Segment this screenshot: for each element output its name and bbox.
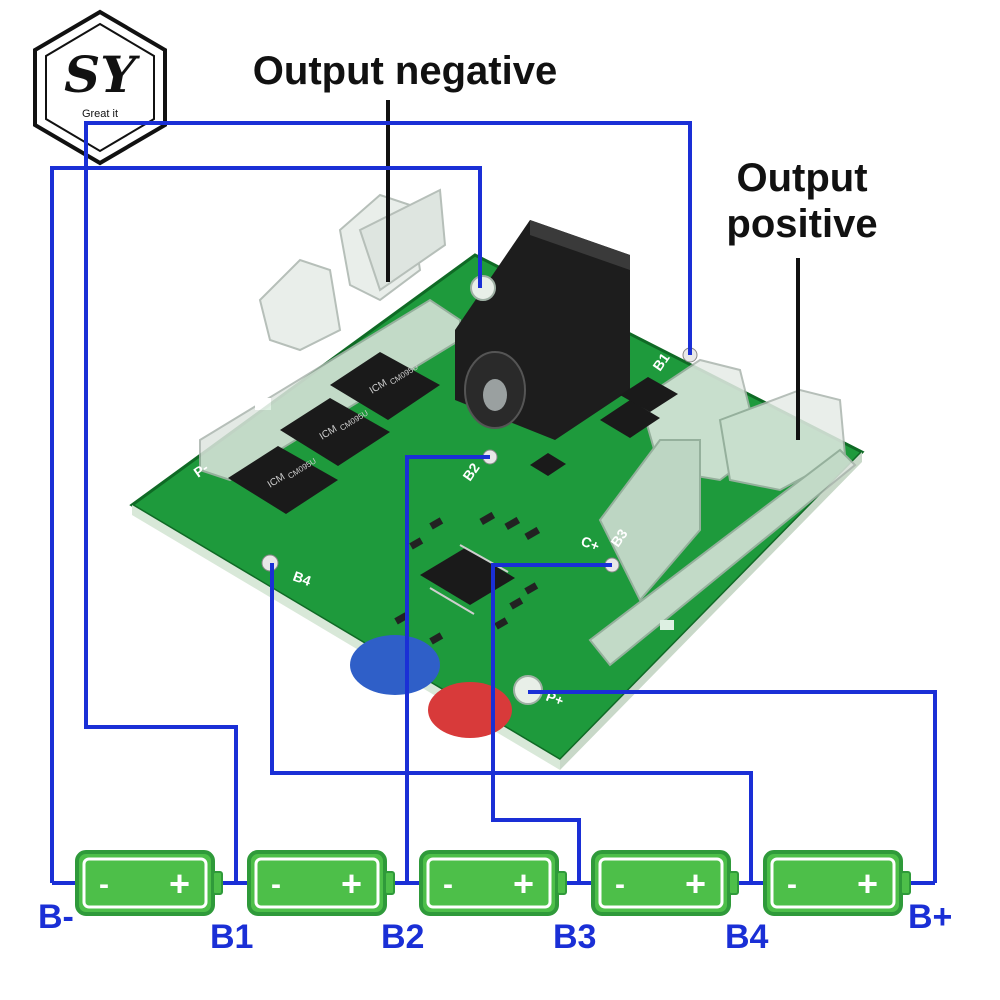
bms-circuit-board: ICM CM095U ICM CM095U ICM CM095U — [129, 188, 865, 770]
battery-cell: -+ — [763, 850, 911, 916]
battery-cell-positive-sign: + — [513, 863, 534, 904]
battery-cell-negative-sign: - — [615, 868, 625, 901]
logo-monogram: SY — [64, 45, 140, 104]
positive-terminal-tab — [588, 358, 857, 667]
battery-cell-positive-sign: + — [857, 863, 878, 904]
battery-cell-inner-border — [598, 857, 724, 909]
wire-b4 — [270, 563, 753, 883]
output-positive-label: Output positive — [712, 155, 892, 247]
output-negative-text: Output negative — [252, 49, 558, 93]
battery-cell: -+ — [75, 850, 223, 916]
mosfet-1: ICM CM095U — [330, 352, 440, 420]
output-positive-line1: Output — [736, 156, 868, 200]
battery-cell-terminal — [728, 871, 739, 895]
battery-cell-positive-sign: + — [169, 863, 190, 904]
output-negative-label: Output negative — [245, 48, 565, 94]
wire-b-minus — [50, 166, 482, 883]
battery-cell-positive-sign: + — [685, 863, 706, 904]
brand-logo: SY Great it — [33, 9, 167, 166]
node-label-b1: B1 — [210, 918, 254, 956]
battery-cell-body — [75, 850, 215, 916]
battery-cell-body — [763, 850, 903, 916]
output-positive-line2: positive — [726, 202, 878, 246]
balance-wiring — [50, 121, 937, 885]
battery-cell: -+ — [419, 850, 567, 916]
battery-cell-inner-border — [426, 857, 552, 909]
silk-c-plus: C+ — [579, 533, 602, 554]
battery-cell-terminal — [384, 871, 395, 895]
red-lead-wire — [428, 682, 512, 738]
battery-cell-body — [247, 850, 387, 916]
battery-cell: -+ — [591, 850, 739, 916]
wire-b-plus — [528, 690, 937, 883]
silk-b4: B4 — [291, 568, 313, 589]
battery-cell-terminal — [556, 871, 567, 895]
battery-cell-terminal — [212, 871, 223, 895]
battery-cell-body — [419, 850, 559, 916]
node-label-b3: B3 — [553, 918, 597, 956]
battery-cells: -+-+-+-+-+ — [75, 850, 911, 916]
smd-components — [394, 511, 541, 645]
dc-jack — [455, 220, 630, 440]
wire-b3 — [491, 563, 612, 883]
battery-cell-inner-border — [770, 857, 896, 909]
diode-pair — [530, 377, 678, 476]
battery-cell-terminal — [900, 871, 911, 895]
battery-cell-positive-sign: + — [341, 863, 362, 904]
battery-cell-body — [591, 850, 731, 916]
blue-lead-wire — [350, 635, 440, 695]
battery-cell-negative-sign: - — [787, 868, 797, 901]
battery-cell-negative-sign: - — [99, 868, 109, 901]
node-label-b-plus: B+ — [908, 898, 953, 936]
mosfet-2: ICM CM095U — [280, 398, 390, 466]
wire-b2 — [405, 455, 490, 883]
logo-tagline: Great it — [82, 108, 118, 120]
node-label-b-minus: B- — [38, 898, 74, 936]
battery-cell: -+ — [247, 850, 395, 916]
battery-cell-inner-border — [82, 857, 208, 909]
wire-b1 — [84, 121, 692, 883]
battery-cell-negative-sign: - — [271, 868, 281, 901]
mount-hole-top — [470, 275, 496, 301]
negative-terminal-tab — [199, 188, 461, 482]
node-label-b2: B2 — [381, 918, 425, 956]
battery-cell-negative-sign: - — [443, 868, 453, 901]
mosfet-3: ICM CM095U — [228, 446, 338, 514]
node-label-b4: B4 — [725, 918, 769, 956]
battery-cell-inner-border — [254, 857, 380, 909]
